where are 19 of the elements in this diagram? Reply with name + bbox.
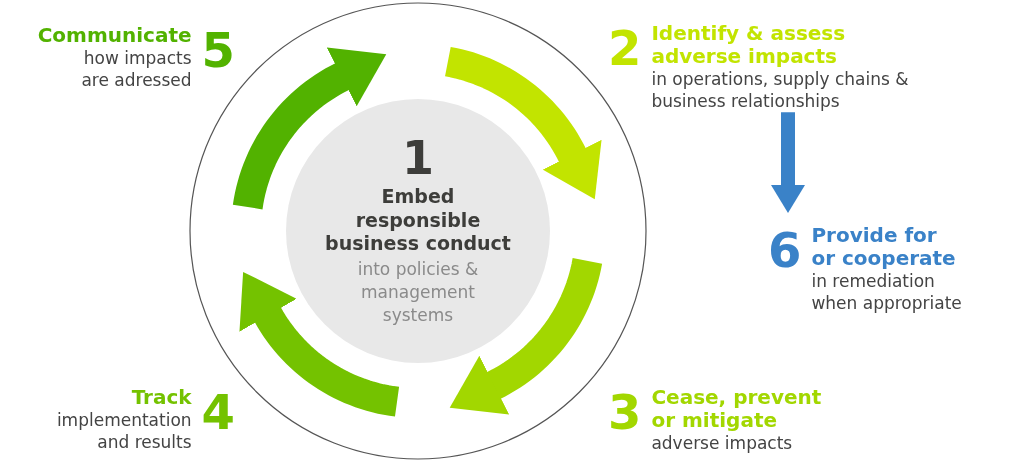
step-heading: Track: [131, 386, 192, 409]
arrow: [771, 112, 805, 213]
step-heading: Provide for or cooperate: [811, 224, 957, 270]
step-description: into policies & management systems: [356, 258, 480, 328]
step-heading: Identify & assess adverse impacts: [651, 22, 847, 68]
step-number: 4: [201, 388, 235, 442]
step-number: 3: [608, 388, 642, 442]
step-number: 6: [768, 226, 802, 280]
step-description: adverse impacts: [651, 432, 793, 455]
step-description: in operations, supply chains & business relationships: [651, 68, 910, 113]
step-number: 2: [608, 24, 642, 78]
step-description: in remediation when appropriate: [811, 270, 963, 315]
step-description: how impacts are adressed: [80, 47, 192, 92]
step-number: 5: [201, 26, 235, 80]
step-heading: Embed responsible business conduct: [324, 184, 512, 257]
step-description: implementation and results: [55, 409, 192, 454]
step-heading: Communicate: [37, 24, 192, 47]
step-number: 1: [402, 134, 434, 181]
step-heading: Cease, prevent or mitigate: [651, 386, 823, 432]
